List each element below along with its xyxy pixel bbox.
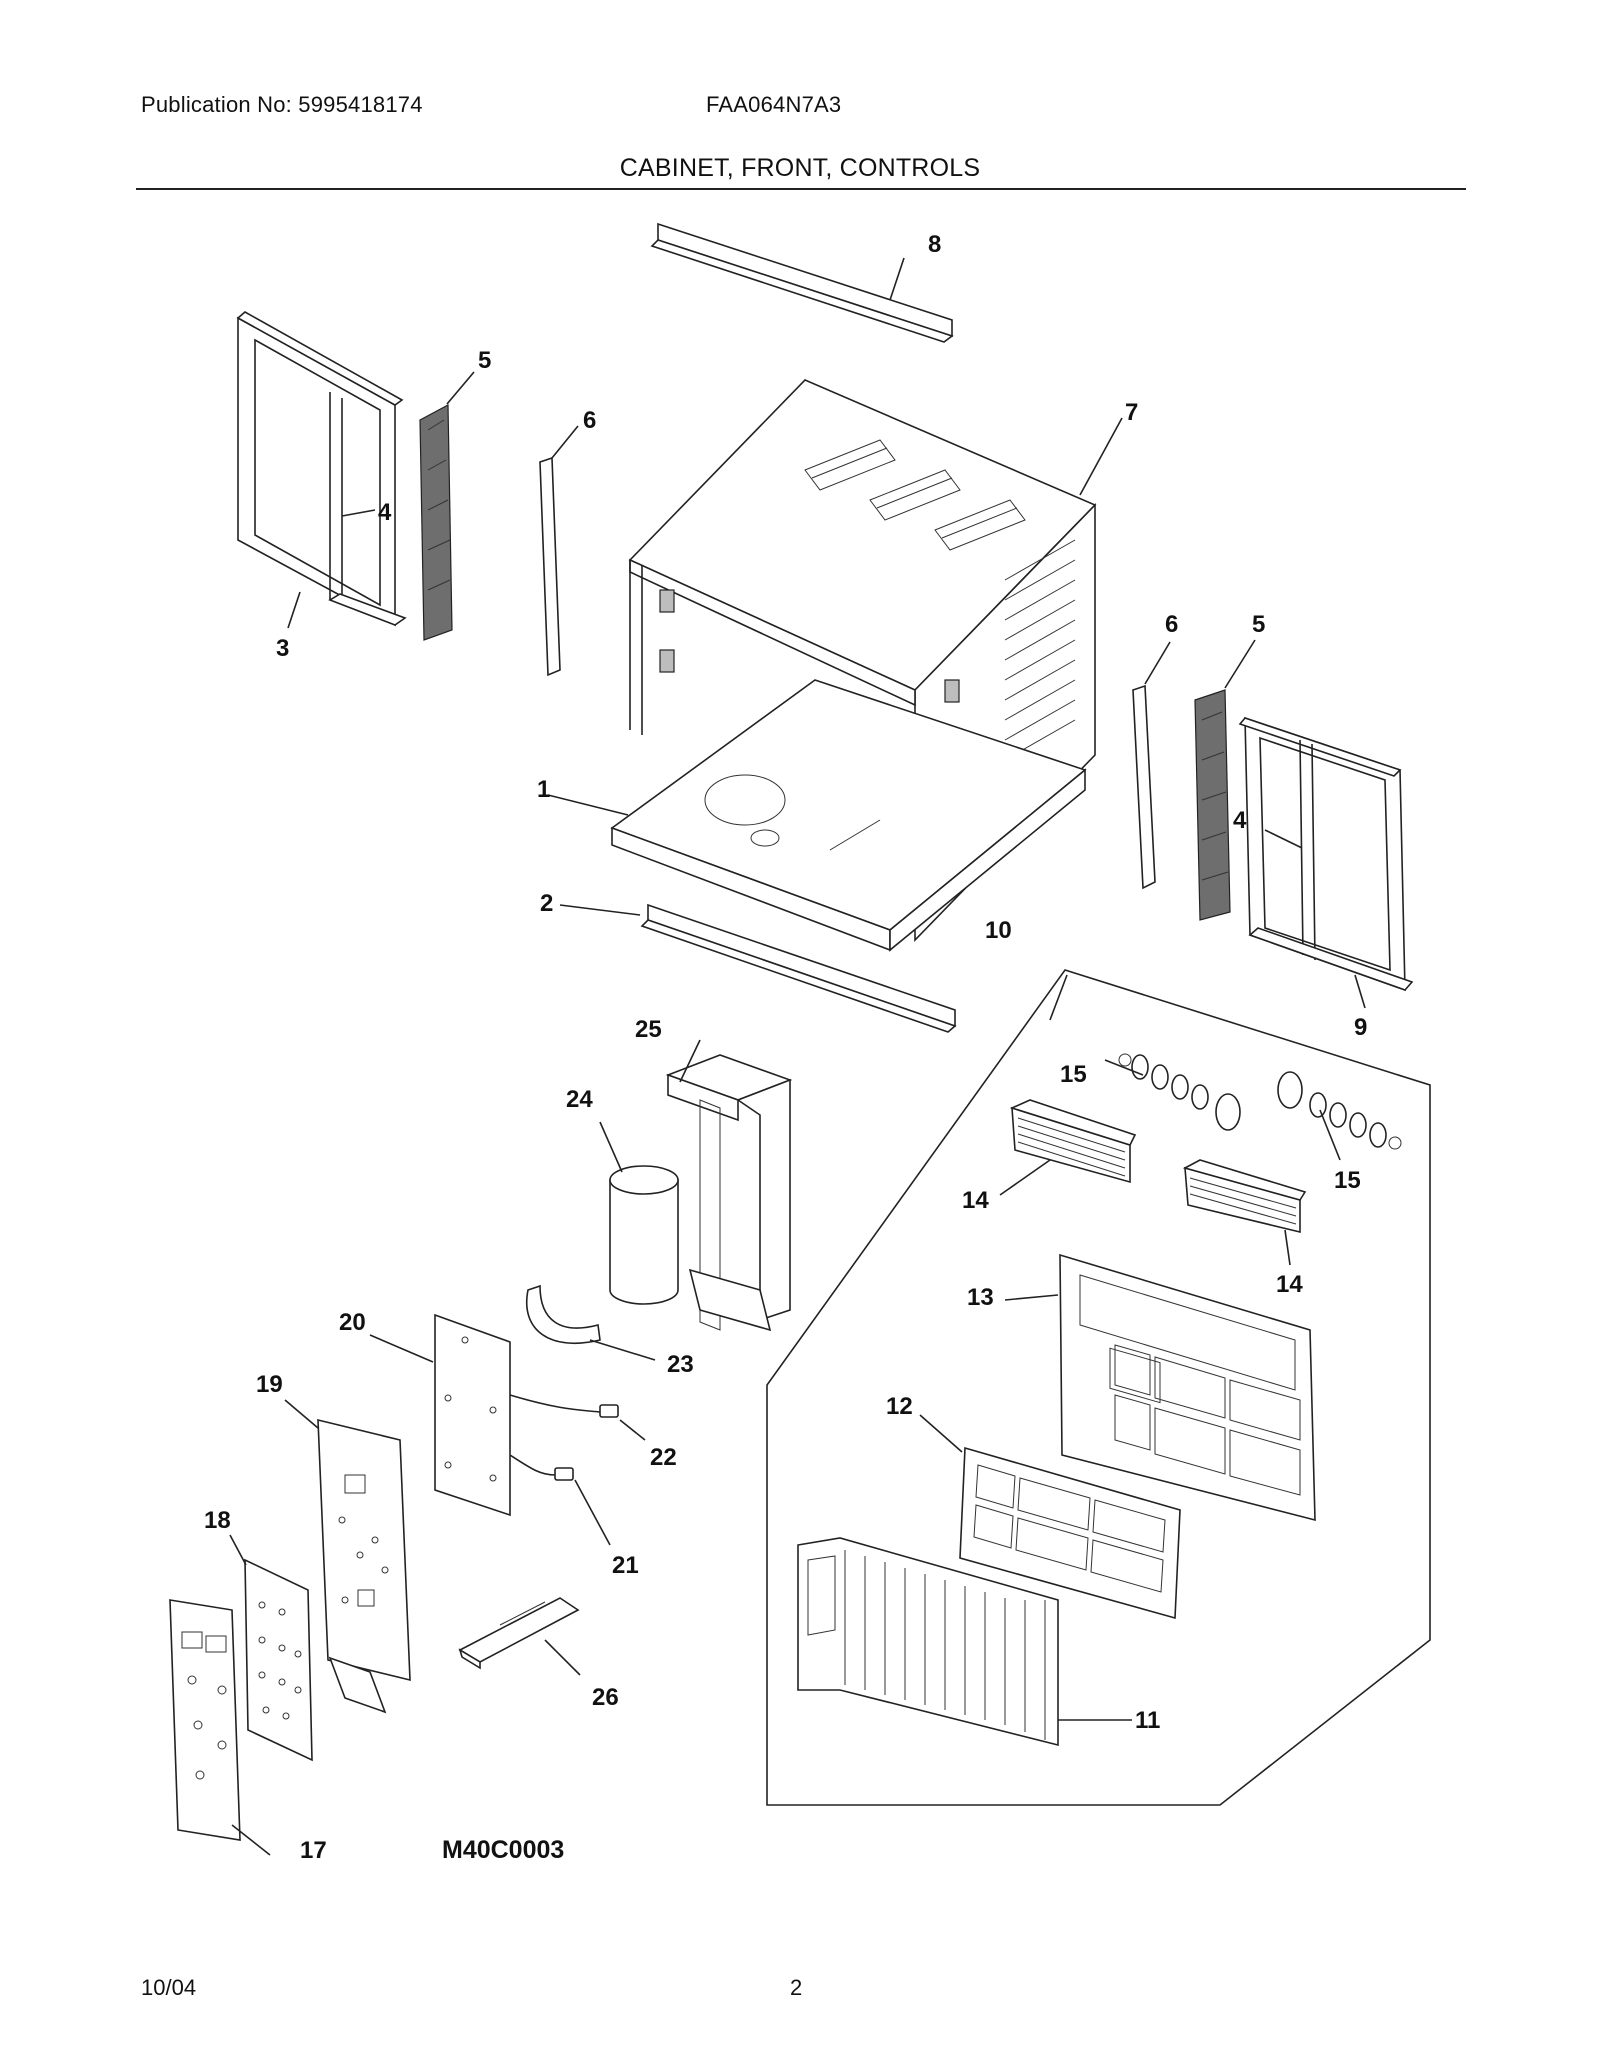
- part-26-remote-control: [458, 1597, 581, 1676]
- callout-14-right: 14: [1276, 1271, 1303, 1298]
- callout-22: 22: [650, 1444, 677, 1471]
- callout-14-left: 14: [962, 1187, 989, 1214]
- callout-5-left: 5: [478, 347, 491, 374]
- part-8-top-rail: [650, 222, 954, 343]
- callout-23: 23: [667, 1351, 694, 1378]
- callout-labels: 8 5 6 7 4 3 6 5 1 4 2 10 9 25 15 24 15 1…: [204, 231, 1367, 1864]
- callout-2: 2: [540, 890, 553, 917]
- part-3-left-frame: [236, 311, 407, 629]
- callout-26: 26: [592, 1684, 619, 1711]
- part-15-knob-set-upper: [1104, 1053, 1241, 1131]
- callout-11: 11: [1135, 1707, 1160, 1734]
- part-23-capacitor-strap: [525, 1284, 656, 1361]
- part-18-keypad: [229, 1534, 313, 1762]
- footer-date: 10/04: [141, 1975, 197, 2000]
- part-22-harness: [509, 1394, 646, 1441]
- section-title: CABINET, FRONT, CONTROLS: [619, 154, 981, 182]
- part-5-right-seal: [1194, 639, 1256, 921]
- publication-number: Publication No: 5995418174: [141, 92, 423, 117]
- callout-5-right: 5: [1252, 611, 1265, 638]
- part-24-capacitor: [599, 1121, 679, 1305]
- callout-1: 1: [537, 776, 550, 803]
- part-14-louver-left: [999, 1099, 1137, 1196]
- callout-15-lower: 15: [1334, 1167, 1361, 1194]
- part-5-left-seal: [419, 371, 475, 641]
- callout-17: 17: [300, 1837, 327, 1864]
- callout-7: 7: [1125, 399, 1138, 426]
- front-frame-openings: [1114, 1344, 1301, 1496]
- callout-3: 3: [276, 635, 289, 662]
- cabinet-top-vents: [804, 439, 1026, 551]
- grille-slats: [844, 1550, 1046, 1740]
- header-divider: [136, 188, 1466, 190]
- callout-12: 12: [886, 1393, 913, 1420]
- model-number: FAA064N7A3: [706, 92, 842, 117]
- drawing-code: M40C0003: [442, 1836, 564, 1864]
- callout-10: 10: [985, 917, 1012, 944]
- part-17-control-panel: [169, 1599, 271, 1856]
- page-number: 2: [790, 1975, 803, 2000]
- part-6-left-strip: [539, 425, 579, 677]
- callout-18: 18: [204, 1507, 231, 1534]
- cabinet-side-louvers: [1004, 539, 1076, 761]
- part-19-pcb: [284, 1399, 411, 1714]
- part-2-base-rail: [559, 903, 957, 1033]
- callout-4-left: 4: [378, 499, 392, 526]
- part-14-louver-right: [1182, 1159, 1307, 1266]
- part-21-harness: [509, 1454, 611, 1546]
- callout-4-right: 4: [1233, 807, 1247, 834]
- callout-6-right: 6: [1165, 611, 1178, 638]
- part-20-control-plate: [369, 1313, 511, 1517]
- callout-21: 21: [612, 1552, 639, 1579]
- callout-9: 9: [1354, 1014, 1367, 1041]
- callout-6-left: 6: [583, 407, 596, 434]
- part-15-knob-set-lower: [1277, 1071, 1402, 1161]
- part-1-base-pan: [547, 679, 1087, 952]
- part-10-front-assembly-outline: [766, 969, 1431, 1806]
- callout-24: 24: [566, 1086, 593, 1113]
- callout-19: 19: [256, 1371, 283, 1398]
- callout-8: 8: [928, 231, 941, 258]
- part-13-front-frame: [1004, 1253, 1316, 1522]
- part-11-front-grille: [797, 1537, 1132, 1747]
- callout-13: 13: [967, 1284, 994, 1311]
- part-6-right-strip: [1132, 641, 1171, 890]
- part-9-right-frame: [1238, 716, 1414, 1009]
- callout-15-upper: 15: [1060, 1061, 1087, 1088]
- part-12-air-filter: [919, 1414, 1181, 1620]
- callout-25: 25: [635, 1016, 662, 1043]
- part-25-control-box: [665, 1039, 793, 1332]
- callout-20: 20: [339, 1309, 366, 1336]
